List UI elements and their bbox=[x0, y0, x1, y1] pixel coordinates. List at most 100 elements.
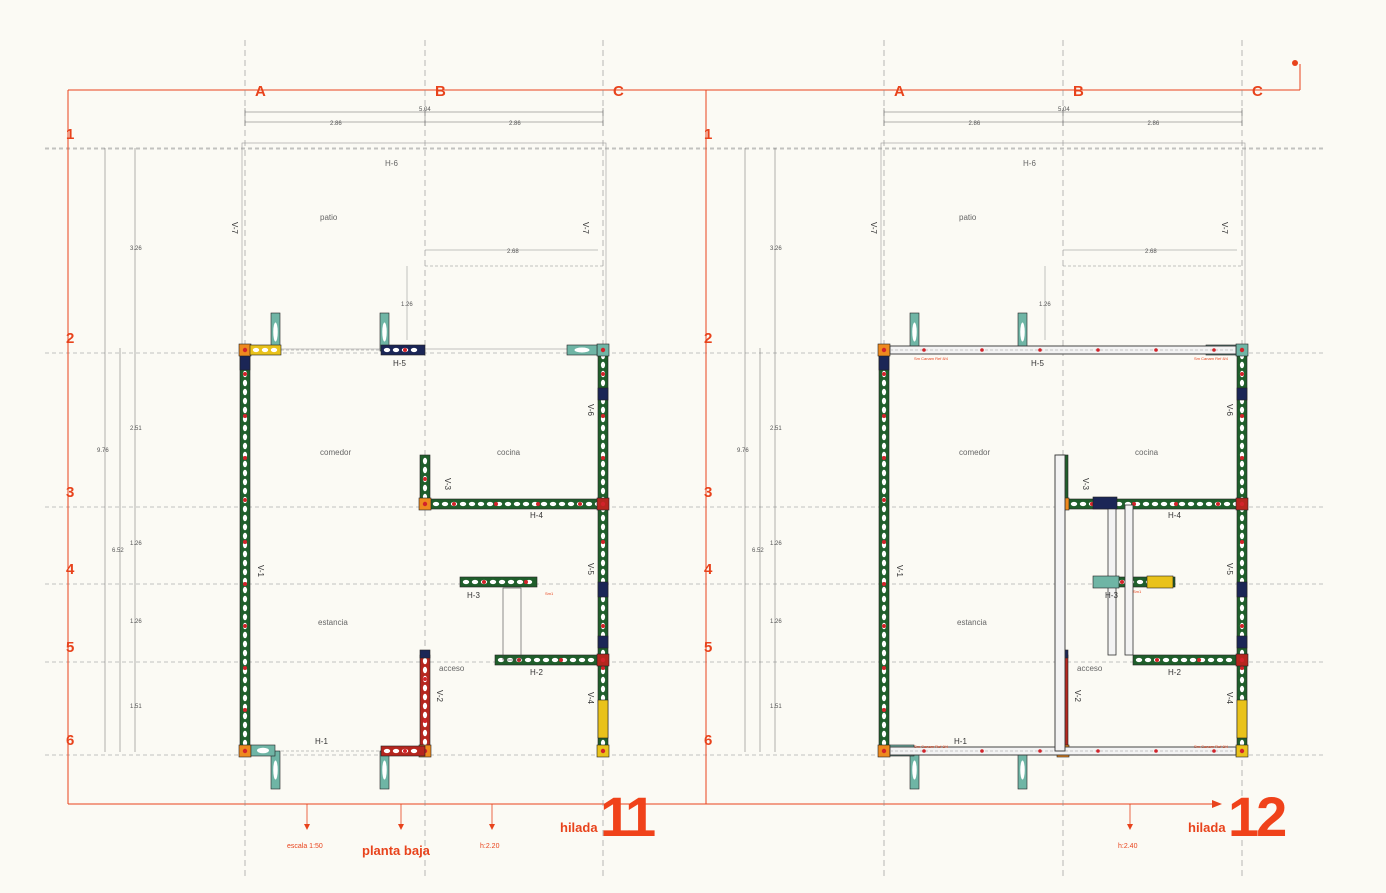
column-axis-label: C bbox=[613, 83, 624, 100]
dim-depth-26: 6.52 bbox=[752, 548, 764, 554]
room-estancia: estancia bbox=[957, 618, 987, 627]
block-hole bbox=[881, 478, 887, 486]
block-hole bbox=[1115, 501, 1123, 507]
block-stub bbox=[909, 750, 920, 790]
block-hole bbox=[1216, 657, 1224, 663]
dim-inner-offset: 2.68 bbox=[1145, 249, 1157, 255]
block-body bbox=[597, 635, 609, 649]
block-hole bbox=[585, 501, 593, 507]
column-axis-label: C bbox=[1252, 83, 1263, 100]
masonry-block bbox=[1236, 581, 1248, 598]
rebar-dot bbox=[243, 498, 247, 502]
dim-seg-23: 2.51 bbox=[770, 426, 782, 432]
block-hole bbox=[382, 760, 387, 780]
block-hole bbox=[1180, 657, 1188, 663]
block-hole bbox=[1239, 523, 1245, 531]
corner-block bbox=[418, 497, 432, 511]
rebar-dot bbox=[243, 582, 247, 586]
block-hole bbox=[242, 694, 248, 702]
rebar-dot bbox=[1239, 501, 1245, 507]
block-hole bbox=[392, 347, 400, 353]
corner-block bbox=[877, 744, 891, 758]
wall-label-h5: H-5 bbox=[1031, 359, 1044, 368]
block-hole bbox=[551, 657, 559, 663]
block-hole bbox=[382, 322, 387, 342]
frame-end-dot bbox=[1292, 60, 1298, 66]
row-axis-label: 2 bbox=[704, 330, 712, 347]
masonry-block bbox=[1236, 699, 1248, 739]
block-hole bbox=[881, 550, 887, 558]
rebar-dot bbox=[243, 372, 247, 376]
block-hole bbox=[600, 424, 606, 432]
corner-block bbox=[1235, 343, 1249, 357]
row-axis-label: 6 bbox=[66, 732, 74, 749]
block-hole bbox=[881, 532, 887, 540]
block-hole bbox=[422, 666, 428, 674]
rebar-dot bbox=[536, 502, 540, 506]
wall-label-h4: H-4 bbox=[530, 511, 543, 520]
block-hole bbox=[1239, 568, 1245, 576]
block-hole bbox=[1079, 501, 1087, 507]
rebar-dot bbox=[1120, 580, 1124, 584]
block-hole bbox=[1239, 676, 1245, 684]
beam-note: Sm Canam Ref 8/4 bbox=[1194, 356, 1229, 361]
beam-note: Sm Canam Ref 8/4 bbox=[914, 356, 949, 361]
rebar-dot bbox=[403, 348, 407, 352]
block-hole bbox=[257, 747, 269, 754]
block-hole bbox=[242, 604, 248, 612]
block-body bbox=[597, 699, 609, 739]
rebar-dot bbox=[578, 502, 582, 506]
block-hole bbox=[462, 579, 470, 585]
block-hole bbox=[422, 484, 428, 492]
block-hole bbox=[1020, 322, 1025, 342]
room-patio: patio bbox=[959, 213, 977, 222]
rebar-dot bbox=[601, 624, 605, 628]
dim-seg-56: 1.51 bbox=[130, 704, 142, 710]
wall-v2 bbox=[419, 654, 431, 752]
block-hole bbox=[881, 460, 887, 468]
block-hole bbox=[242, 739, 248, 747]
row-axis-label: 5 bbox=[704, 639, 712, 656]
block-hole bbox=[422, 702, 428, 710]
rebar-dot bbox=[1212, 749, 1216, 753]
rebar-dot bbox=[242, 347, 248, 353]
wall-label-v6: V-6 bbox=[1225, 404, 1234, 417]
rebar-dot bbox=[881, 347, 887, 353]
rebar-dot bbox=[1240, 456, 1244, 460]
wall-v5-v6 bbox=[1236, 349, 1248, 752]
wall-body bbox=[459, 576, 538, 588]
block-hole bbox=[1196, 501, 1204, 507]
rebar-dot bbox=[1240, 624, 1244, 628]
block-hole bbox=[273, 322, 278, 342]
block-hole bbox=[600, 406, 606, 414]
block-hole bbox=[600, 442, 606, 450]
block-hole bbox=[1144, 657, 1152, 663]
block-body bbox=[1236, 635, 1248, 649]
block-hole bbox=[422, 657, 428, 665]
block-hole bbox=[1136, 579, 1144, 585]
block-hole bbox=[1239, 361, 1245, 369]
block-hole bbox=[881, 406, 887, 414]
block-hole bbox=[252, 347, 260, 353]
row-axis-label: 4 bbox=[66, 561, 75, 578]
height-caption: h:2.20 bbox=[480, 843, 500, 850]
block-hole bbox=[242, 487, 248, 495]
rebar-dot bbox=[403, 749, 407, 753]
block-hole bbox=[242, 379, 248, 387]
dim-small-step: 1.26 bbox=[401, 302, 413, 308]
wall-label-v4: V-4 bbox=[1225, 692, 1234, 705]
dim-inner-offset: 2.68 bbox=[507, 249, 519, 255]
corner-block bbox=[596, 744, 610, 758]
block-hole bbox=[242, 676, 248, 684]
rebar-dot bbox=[601, 414, 605, 418]
masonry-block bbox=[419, 649, 431, 659]
wall-label-h2: H-2 bbox=[1168, 668, 1181, 677]
rebar-dot bbox=[601, 456, 605, 460]
block-hole bbox=[270, 347, 278, 353]
block-hole bbox=[600, 568, 606, 576]
wall-label-h1: H-1 bbox=[954, 737, 967, 746]
row-axis-label: 4 bbox=[704, 561, 713, 578]
block-hole bbox=[881, 694, 887, 702]
block-hole bbox=[881, 721, 887, 729]
